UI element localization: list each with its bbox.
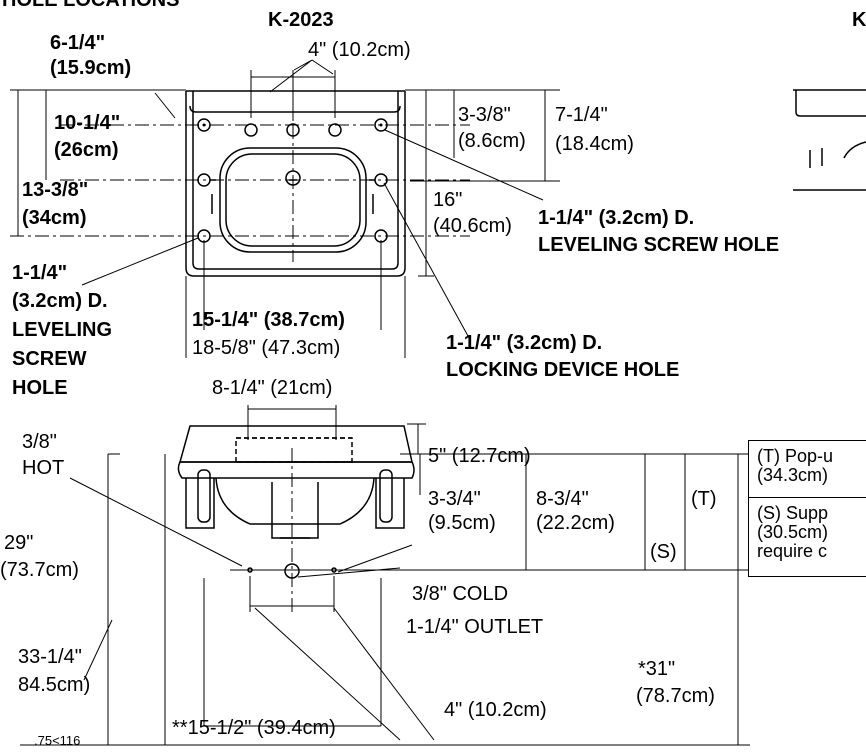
outlet-label: 1-1/4" OUTLET [406, 616, 544, 638]
top-view-lavatory [185, 90, 406, 277]
hot-label: HOT [22, 457, 65, 479]
section-title: HOLE LOCATIONS [2, 0, 180, 11]
dim-7-1-4: 7-1/4" [555, 104, 608, 126]
dim-5in: 5" (12.7cm) [428, 445, 531, 467]
dim-33-1-4: 33-1/4" [18, 646, 82, 668]
locking-label-line1: 1-1/4" (3.2cm) D. [446, 332, 603, 354]
dim-10-1-4: 10-1/4" [54, 112, 121, 134]
dim-18-4cm: (18.4cm) [555, 133, 634, 155]
dim-31in: *31" [638, 658, 676, 680]
s-note-box: (S) Supp (30.5cm) require c [748, 497, 866, 577]
dim-15-9cm: (15.9cm) [50, 57, 132, 79]
dim-29in: 29" [4, 532, 34, 554]
dim-3-3-8: 3-3/8" [458, 104, 511, 126]
dim-15-1-4: 15-1/4" (38.7cm) [192, 309, 345, 331]
dim-8-3-4: 8-3/4" [536, 488, 589, 510]
dim-8-1-4: 8-1/4" (21cm) [212, 377, 333, 399]
leveling-label-left-line2: (3.2cm) D. [12, 290, 108, 312]
dim-4in-top: 4" (10.2cm) [308, 39, 411, 61]
dim-8-6cm: (8.6cm) [458, 130, 526, 152]
dim-78-7cm: (78.7cm) [636, 685, 715, 707]
reference-code: .75<116 [34, 733, 81, 748]
leveling-label-left-line1: 1-1/4" [12, 262, 68, 284]
locking-label-line2: LOCKING DEVICE HOLE [446, 359, 680, 381]
front-view-lavatory [177, 425, 415, 579]
dim-34cm: (34cm) [22, 207, 87, 229]
dim-40-6cm: (40.6cm) [433, 215, 512, 237]
cold-label: 3/8" COLD [412, 583, 509, 605]
dim-3-3-4: 3-3/4" [428, 488, 481, 510]
dim-16: 16" [433, 189, 463, 211]
t-dimension-label: (T) [691, 488, 717, 510]
dim-15-1-2: **15-1/2" (39.4cm) [172, 717, 336, 739]
dim-6-1-4: 6-1/4" [50, 32, 106, 54]
dim-18-5-8: 18-5/8" (47.3cm) [192, 337, 341, 359]
t-note-box: (T) Pop-u (34.3cm) [748, 440, 866, 498]
model-label-left: K-2023 [268, 9, 334, 31]
model-label-right: K [852, 9, 866, 31]
leveling-label-right-line1: 1-1/4" (3.2cm) D. [538, 207, 695, 229]
leveling-label-left-line3: LEVELING [12, 319, 113, 341]
leveling-label-left-line4: SCREW [12, 348, 87, 370]
leveling-label-right-line2: LEVELING SCREW HOLE [538, 234, 780, 256]
dim-4in-bottom: 4" (10.2cm) [444, 699, 547, 721]
leveling-label-left-line5: HOLE [12, 377, 68, 399]
s-dimension-label: (S) [650, 541, 677, 563]
dim-13-3-8: 13-3/8" [22, 179, 89, 201]
dim-84-5cm: 84.5cm) [18, 674, 91, 696]
right-partial-lavatory [793, 89, 866, 191]
dim-9-5cm: (9.5cm) [428, 512, 496, 534]
dim-22-2cm: (22.2cm) [536, 512, 615, 534]
dim-26cm: (26cm) [54, 139, 119, 161]
hot-size: 3/8" [22, 431, 57, 453]
dim-73-7cm: (73.7cm) [0, 559, 79, 581]
